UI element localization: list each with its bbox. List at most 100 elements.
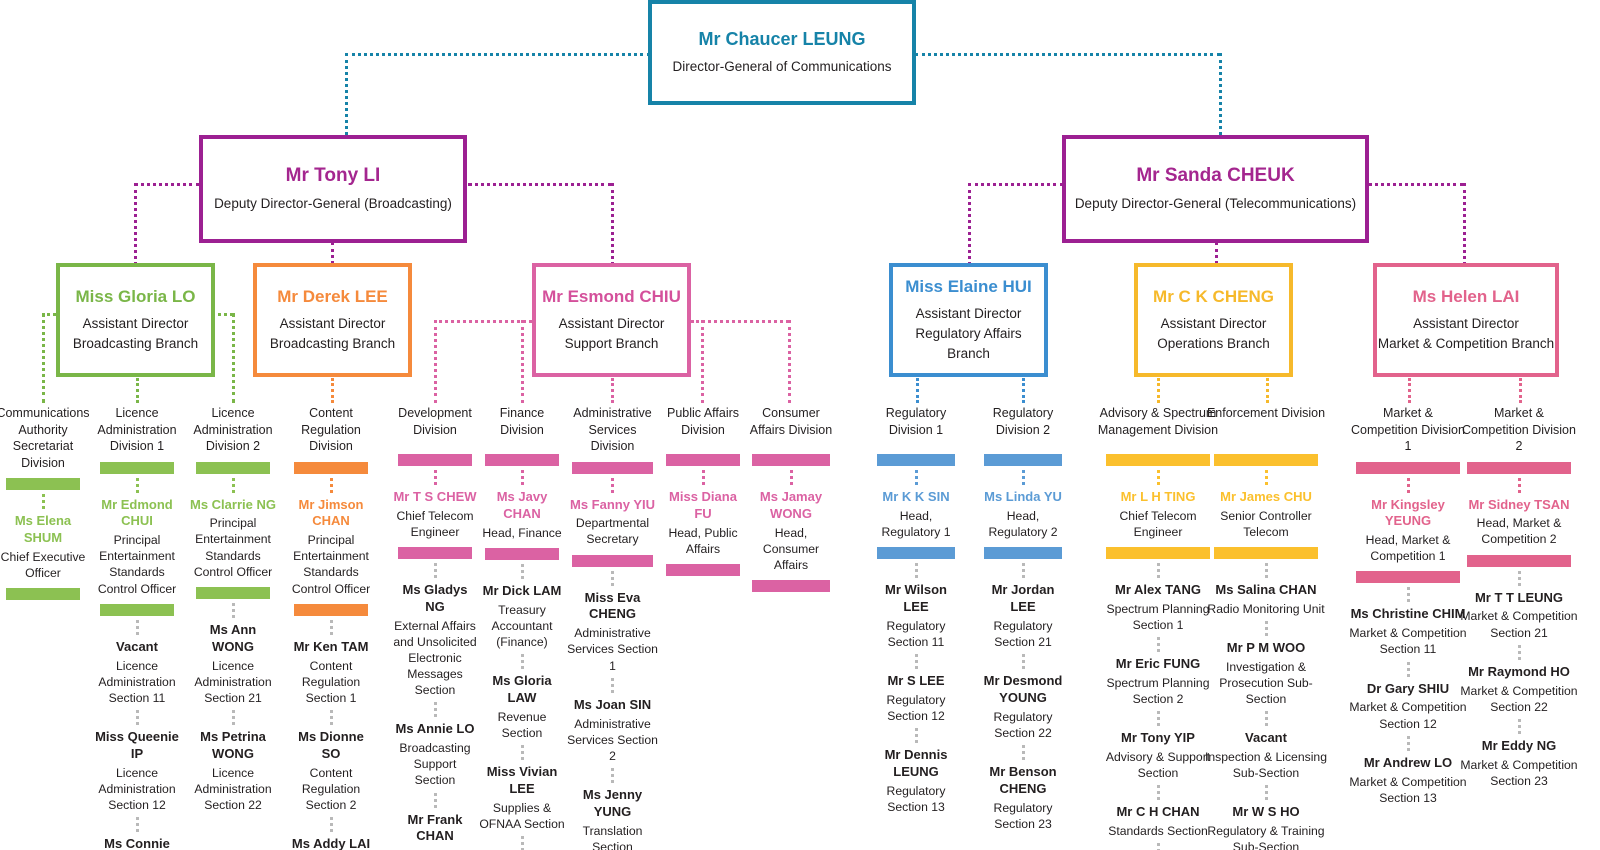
division-color-bar: [398, 454, 472, 466]
section-person-name: Mr Ken TAM: [293, 638, 369, 654]
dotted-link: [1517, 477, 1521, 493]
box-assistant-director-ck-cheng[interactable]: Mr C K CHENG Assistant Director Operatio…: [1134, 263, 1293, 377]
connector-dg-left-vertical: [345, 53, 348, 183]
section-title: Information Technology Section: [392, 847, 478, 850]
section-item[interactable]: Ms Connie LAMLicence Administration Sect…: [94, 836, 180, 850]
connector-ddg-right-arm-2: [1368, 183, 1464, 186]
head-color-bar: [666, 563, 740, 576]
division-color-bar: [1356, 461, 1460, 474]
section-title: Regulatory Section 23: [993, 800, 1053, 831]
ddg-telecom-role: Deputy Director-General (Telecommunicati…: [1074, 196, 1357, 212]
box-director-general[interactable]: Mr Chaucer LEUNG Director-General of Com…: [648, 0, 916, 105]
box-assistant-director-derek-lee[interactable]: Mr Derek LEE Assistant Director Broadcas…: [253, 263, 412, 377]
ad-helen-name: Ms Helen LAI: [1412, 286, 1520, 306]
box-assistant-director-helen-lai[interactable]: Ms Helen LAI Assistant Director Market &…: [1373, 263, 1559, 377]
box-deputy-telecommunications[interactable]: Mr Sanda CHEUK Deputy Director-General (…: [1062, 135, 1369, 243]
section-title: Licence Administration Section 22: [194, 765, 272, 812]
section-person-name: Miss Vivian LEE: [486, 764, 558, 796]
ad-gloria-role2: Broadcasting Branch: [72, 336, 199, 352]
box-assistant-director-esmond-chiu[interactable]: Mr Esmond CHIU Assistant Director Suppor…: [532, 263, 691, 377]
section-title: Content Regulation Section 2: [301, 765, 361, 812]
ad-ckcheng-role2: Operations Branch: [1157, 336, 1270, 352]
section-title: External Affairs and Unsolicited Electro…: [393, 618, 477, 698]
division-color-bar: [571, 461, 654, 474]
dotted-link: [433, 702, 437, 718]
dotted-link: [914, 728, 918, 744]
section-item[interactable]: Mr Benson CHENG Regulatory Section 23: [978, 764, 1068, 832]
section-item[interactable]: Ms Addy LAIContent Regulation Section 3: [288, 836, 374, 850]
section-person-name: Ms Jenny YUNG: [582, 786, 643, 819]
division-color-bar: [100, 461, 174, 474]
division-color-bar: [485, 454, 559, 466]
dotted-link: [1021, 745, 1025, 761]
box-assistant-director-elaine-hui[interactable]: Miss Elaine HUI Assistant Director Regul…: [889, 263, 1048, 377]
dotted-link: [329, 477, 333, 493]
section-title: Market & Competition Section 11: [1349, 626, 1467, 657]
section-person-name: Mr Benson CHENG: [989, 764, 1057, 796]
section-person-name: Mr Dick LAM: [482, 582, 562, 598]
section-item[interactable]: Mr Frank CHANInformation Technology Sect…: [392, 812, 478, 850]
division-name: Administrative Services Division: [573, 406, 652, 453]
division-color-bar: [6, 478, 80, 490]
box-assistant-director-gloria-lo[interactable]: Miss Gloria LO Assistant Director Broadc…: [56, 263, 215, 377]
division-head-title: Principal Entertainment Standards Contro…: [291, 533, 371, 596]
box-deputy-broadcasting[interactable]: Mr Tony LI Deputy Director-General (Broa…: [199, 135, 467, 243]
dotted-link: [1517, 570, 1521, 586]
head-color-bar: [485, 547, 559, 560]
connector-ddg-broadcasting-down: [331, 242, 334, 264]
division-name: Public Affairs Division: [666, 406, 740, 437]
